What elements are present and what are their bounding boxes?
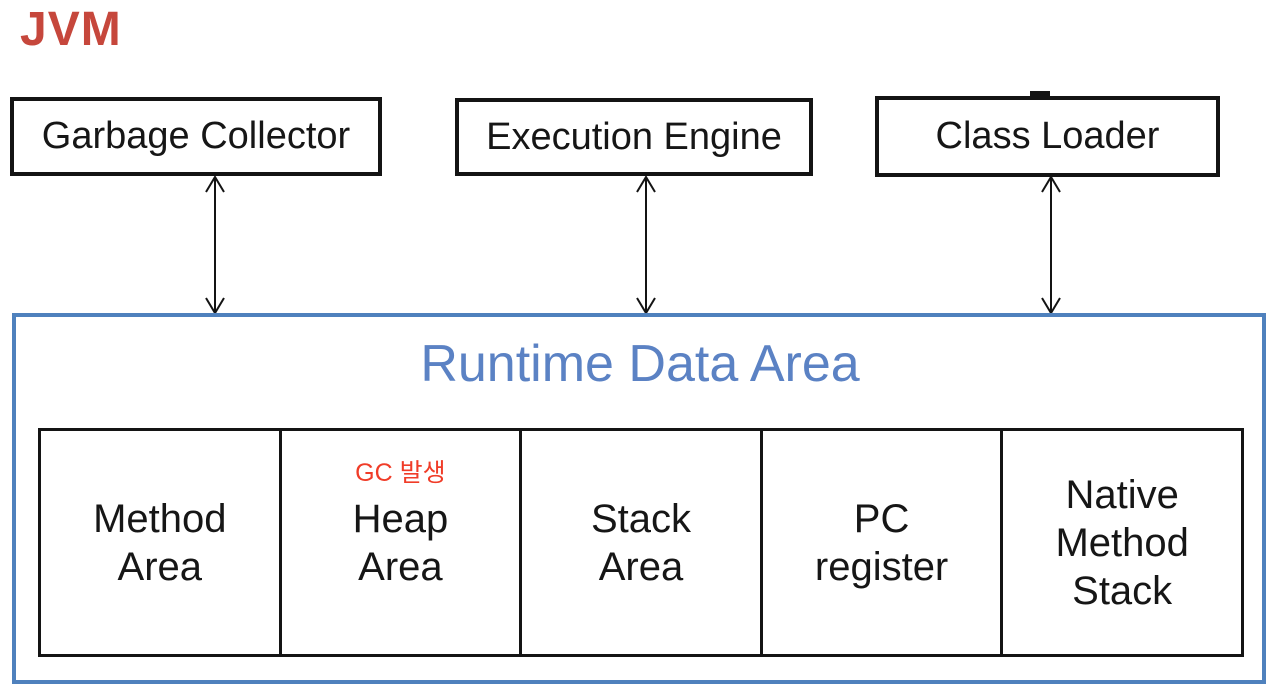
stack-area-box: Stack Area <box>519 428 763 657</box>
garbage-collector-label: Garbage Collector <box>41 115 351 157</box>
pc-register-box: PC register <box>759 428 1004 657</box>
method-area-box: Method Area <box>38 428 282 657</box>
class-loader-box: Class Loader <box>875 96 1220 177</box>
double-arrow-garbage-collector-icon <box>205 175 225 315</box>
execution-engine-box: Execution Engine <box>455 98 813 176</box>
double-arrow-class-loader-icon <box>1041 175 1061 315</box>
diagram-title: JVM <box>20 3 122 56</box>
native-method-stack-box: Native Method Stack <box>1000 428 1244 657</box>
class-loader-label: Class Loader <box>935 115 1160 157</box>
garbage-collector-box: Garbage Collector <box>10 97 382 176</box>
execution-engine-label: Execution Engine <box>486 115 782 158</box>
double-arrow-execution-engine-icon <box>636 175 656 315</box>
class-loader-top-notch <box>1030 91 1050 98</box>
native-method-stack-label: Native Method Stack <box>1055 472 1189 613</box>
heap-area-box: GC 발생 Heap Area <box>278 428 523 657</box>
heap-area-label: Heap Area <box>352 496 449 589</box>
stack-area-label: Stack Area <box>590 496 691 589</box>
runtime-sections-row: Method Area GC 발생 Heap Area Stack Area P… <box>38 428 1244 657</box>
pc-register-label: PC register <box>814 496 949 589</box>
gc-occurs-note: GC 발생 <box>355 459 446 487</box>
runtime-data-area-title: Runtime Data Area <box>420 335 860 393</box>
method-area-label: Method Area <box>93 496 227 589</box>
